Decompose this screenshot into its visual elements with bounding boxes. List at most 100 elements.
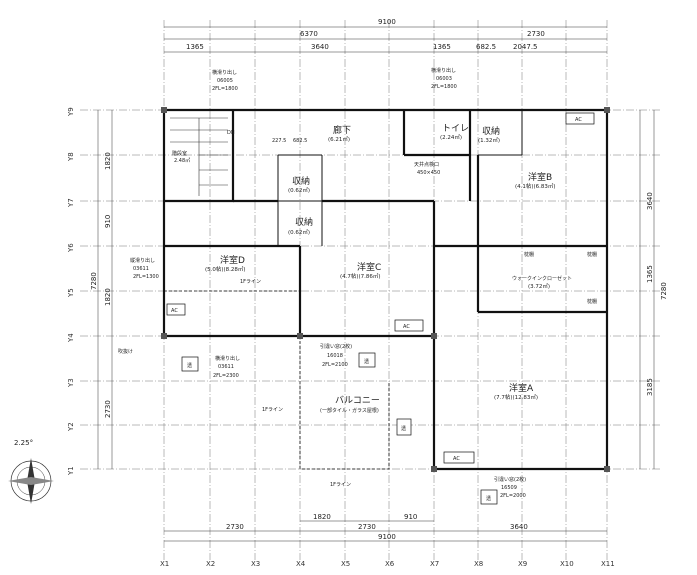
compass-angle: 2.25°: [14, 439, 33, 447]
transparent-2: 透: [364, 358, 369, 365]
dim-top-a: 6370: [300, 30, 318, 38]
dim-right-c: 3185: [646, 378, 654, 396]
dim-left-a: 1820: [104, 152, 112, 170]
axis-y5: Y5: [67, 288, 75, 298]
axis-y9: Y9: [67, 107, 75, 117]
top-dimensions: 9100 6370 2730 1365 3640 1365 682.5 2047…: [164, 18, 607, 53]
ac-label-2: AC: [171, 308, 178, 314]
dim-right-b: 1365: [646, 265, 654, 283]
compass: 2.25°: [8, 439, 54, 504]
axis-y3: Y3: [67, 378, 75, 388]
axis-x8: X8: [474, 560, 483, 568]
dim-bottom-b: 910: [404, 513, 417, 521]
window1-code: 06005: [217, 78, 233, 84]
room-toilet-name: トイレ: [442, 124, 469, 134]
dim-bottom-total: 9100: [378, 533, 396, 541]
dim-top-c4: 682.5: [476, 43, 496, 51]
dim-bottom-c1: 2730: [226, 523, 244, 531]
room-storage3-area: (0.62㎡): [288, 228, 310, 236]
line-1f-a: 1Fライン: [240, 279, 261, 285]
hatch-size: 450×450: [417, 170, 440, 176]
dim-top-total: 9100: [378, 18, 396, 26]
bottom-dimensions: 1820 910 2730 2730 3640 9100: [164, 513, 607, 542]
room-b-name: 洋室B: [528, 171, 552, 183]
axis-x4: X4: [296, 560, 306, 568]
d-window-type: 横滑り出し: [215, 355, 240, 362]
dim-bottom-c2: 2730: [358, 523, 376, 531]
room-d-name: 洋室D: [220, 254, 245, 266]
ac-units: AC AC AC AC: [166, 112, 595, 464]
first-floor-lines: 1Fライン 1Fライン 1Fライン: [164, 279, 390, 488]
room-toilet-area: (2.24㎡): [440, 133, 462, 141]
room-hall-name: 廊下: [333, 124, 351, 136]
d-window-code: 03611: [218, 364, 234, 370]
window2-height: 2FL=1800: [431, 84, 457, 90]
window1-height: 2FL=1800: [212, 86, 238, 92]
dim-top-b: 2730: [527, 30, 545, 38]
room-storage3-name: 収納: [295, 216, 313, 228]
dim-bottom-c3: 3640: [510, 523, 528, 531]
dim-left-c: 1820: [104, 288, 112, 306]
room-a-name: 洋室A: [509, 382, 534, 394]
walkin-shelf-label: 枕棚: [524, 251, 534, 258]
bal-window1-height: 2FL=2100: [322, 362, 348, 368]
stair-room-name: 階段室: [172, 150, 187, 157]
balcony-note: (一部タイル・ガラス屋根): [320, 407, 379, 414]
room-c-area: (4.7帖)(7.86㎡): [340, 272, 381, 280]
window1-type: 横滑り出し: [212, 69, 237, 76]
room-storage2-name: 収納: [292, 175, 310, 187]
ac-label-3: AC: [403, 324, 410, 330]
x-axis-labels: X1 X2 X3 X4 X5 X6 X7 X8 X9 X10 X11: [160, 560, 615, 568]
axis-x3: X3: [251, 560, 260, 568]
line-1f-c: 1Fライン: [330, 482, 351, 488]
left-window-type: 縦滑り出し: [130, 257, 155, 264]
stair-room-area: 2.48㎡: [174, 157, 190, 164]
dim-top-c3: 1365: [433, 43, 451, 51]
stair-dn: DN: [227, 130, 235, 136]
bal-window1-code: 16018: [327, 353, 343, 359]
axis-x9: X9: [518, 560, 527, 568]
room-a-area: (7.7帖)(12.83㎡): [494, 393, 538, 401]
fukikae-label: 吹抜け: [118, 348, 133, 355]
bottom-window-code: 16509: [501, 485, 517, 491]
axis-x1: X1: [160, 560, 169, 568]
dim-left-b: 910: [104, 215, 112, 228]
window-notes: 横滑り出し 06005 2FL=1800 横滑り出し 06003 2FL=180…: [118, 67, 597, 499]
axis-y4: Y4: [67, 333, 75, 343]
posts: [161, 107, 610, 472]
axis-y6: Y6: [67, 243, 75, 253]
bal-window1-type: 引違い窓(2枚): [320, 343, 352, 350]
transparent-4: 透: [486, 495, 491, 502]
axis-y7: Y7: [67, 198, 75, 208]
left-window-height: 2FL=1300: [133, 274, 159, 280]
axis-y2: Y2: [67, 422, 75, 432]
grid-lines: [80, 20, 660, 560]
walkin-shelf-label-2: 枕棚: [587, 251, 597, 258]
dim-right-a: 3640: [646, 192, 654, 210]
room-b-area: (4.1帖)(6.83㎡): [515, 182, 556, 190]
axis-x2: X2: [206, 560, 215, 568]
room-d-area: (5.0帖)(8.28㎡): [205, 265, 246, 273]
hall-dimensions: 227.5 682.5: [272, 138, 307, 144]
axis-y1: Y1: [67, 466, 75, 476]
bottom-window-type: 引違い窓(2枚): [494, 476, 526, 483]
dim-top-c2: 3640: [311, 43, 329, 51]
dim-right-total: 7280: [660, 282, 668, 300]
left-dimensions: 7280 1820 910 1820 2730: [90, 110, 113, 469]
room-walkin-name: ウォークインクローゼット: [512, 275, 572, 282]
window2-code: 06003: [436, 76, 452, 82]
y-axis-labels: Y9 Y8 Y7 Y6 Y5 Y4 Y3 Y2 Y1: [67, 107, 75, 476]
dim-top-c5: 2047.5: [513, 43, 538, 51]
room-storage1-area: (1.32㎡): [478, 136, 500, 144]
room-labels: 廊下 (6.21㎡) トイレ (2.24㎡) 収納 (1.32㎡) 収納 (0.…: [205, 124, 572, 414]
d-window-height: 2FL=2300: [213, 373, 239, 379]
axis-x5: X5: [341, 560, 350, 568]
axis-y8: Y8: [67, 152, 75, 162]
bottom-window-height: 2FL=2000: [500, 493, 526, 499]
room-hall-area: (6.21㎡): [328, 135, 350, 143]
ac-label-4: AC: [453, 456, 460, 462]
hall-dim-b: 682.5: [293, 138, 307, 144]
transparent-markers: 透 透 透 透: [181, 352, 498, 505]
room-walkin-area: (3.72㎡): [528, 282, 550, 290]
